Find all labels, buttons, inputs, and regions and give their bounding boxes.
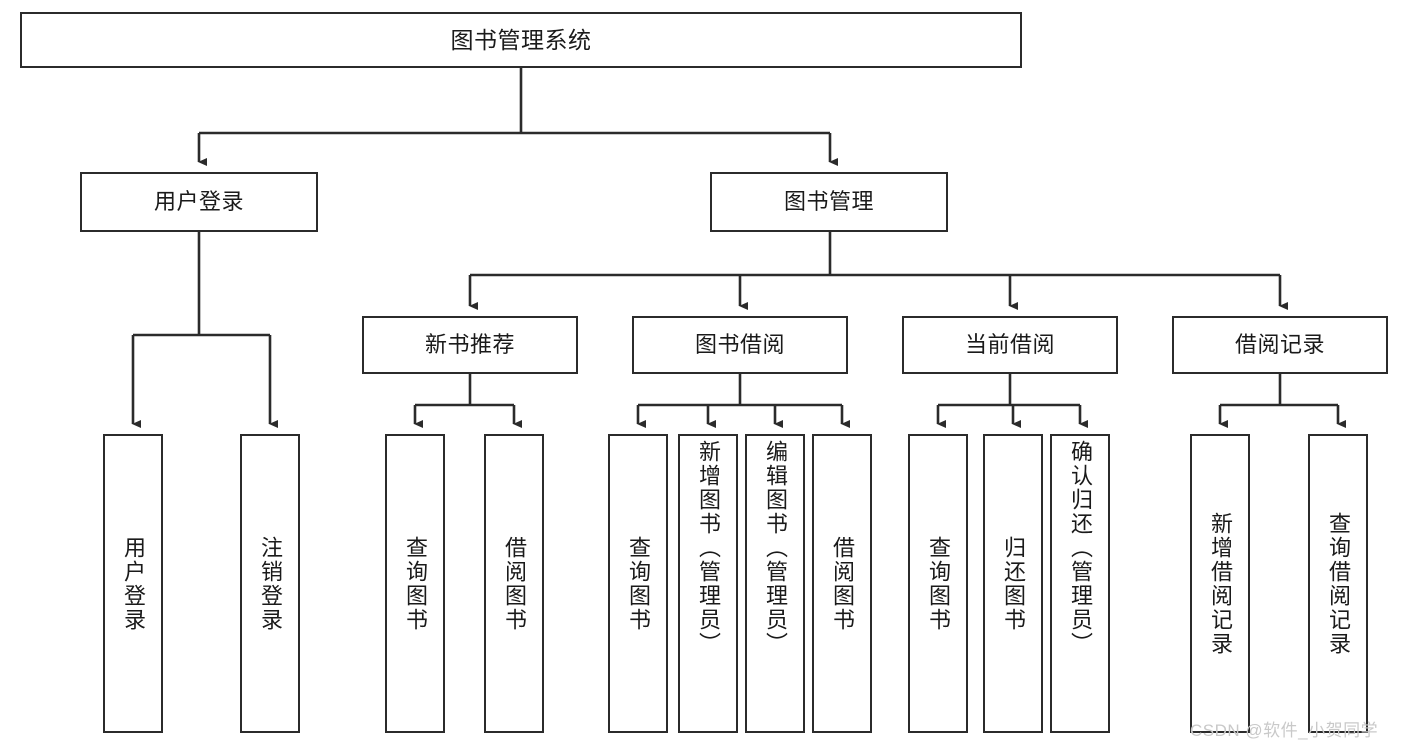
node-root[interactable]: 图书管理系统 <box>20 12 1022 68</box>
leaf-borrow-book-bb[interactable]: 借阅图书 <box>812 434 872 733</box>
leaf-user-login[interactable]: 用户登录 <box>103 434 163 733</box>
leaf-user-login-label: 用户登录 <box>121 535 146 632</box>
node-new-book-recommend[interactable]: 新书推荐 <box>362 316 578 374</box>
leaf-logout-label: 注销登录 <box>258 535 283 632</box>
node-current-borrow-label: 当前借阅 <box>964 332 1055 358</box>
leaf-add-book-admin[interactable]: 新增图书（管理员） <box>678 434 738 733</box>
node-user-login[interactable]: 用户登录 <box>80 172 318 232</box>
leaf-query-book-nbr[interactable]: 查询图书 <box>385 434 445 733</box>
leaf-borrow-book-nbr[interactable]: 借阅图书 <box>484 434 544 733</box>
node-root-label: 图书管理系统 <box>450 26 592 53</box>
leaf-edit-book-admin[interactable]: 编辑图书（管理员） <box>745 434 805 733</box>
node-borrow-record-label: 借阅记录 <box>1234 332 1325 358</box>
node-book-management[interactable]: 图书管理 <box>710 172 948 232</box>
node-user-login-label: 用户登录 <box>153 189 244 215</box>
node-book-borrow-label: 图书借阅 <box>694 332 785 358</box>
leaf-query-borrow-record[interactable]: 查询借阅记录 <box>1308 434 1368 733</box>
leaf-query-book-bb-label: 查询图书 <box>626 535 651 632</box>
leaf-add-book-admin-label: 新增图书（管理员） <box>696 440 721 656</box>
leaf-borrow-book-nbr-label: 借阅图书 <box>502 535 527 632</box>
leaf-query-book-nbr-label: 查询图书 <box>403 535 428 632</box>
leaf-return-book[interactable]: 归还图书 <box>983 434 1043 733</box>
leaf-logout[interactable]: 注销登录 <box>240 434 300 733</box>
leaf-confirm-return-admin[interactable]: 确认归还（管理员） <box>1050 434 1110 733</box>
leaf-return-book-label: 归还图书 <box>1001 535 1026 632</box>
leaf-edit-book-admin-label: 编辑图书（管理员） <box>763 440 788 656</box>
leaf-add-borrow-record[interactable]: 新增借阅记录 <box>1190 434 1250 733</box>
leaf-query-book-bb[interactable]: 查询图书 <box>608 434 668 733</box>
node-current-borrow[interactable]: 当前借阅 <box>902 316 1118 374</box>
csdn-watermark: CSDN @软件_小贺同学 <box>1190 721 1379 740</box>
node-book-borrow[interactable]: 图书借阅 <box>632 316 848 374</box>
leaf-query-borrow-record-label: 查询借阅记录 <box>1326 511 1351 656</box>
leaf-borrow-book-bb-label: 借阅图书 <box>830 535 855 632</box>
node-book-management-label: 图书管理 <box>783 189 874 215</box>
node-new-book-recommend-label: 新书推荐 <box>424 332 515 358</box>
leaf-add-borrow-record-label: 新增借阅记录 <box>1208 511 1233 656</box>
leaf-confirm-return-admin-label: 确认归还（管理员） <box>1068 440 1093 656</box>
leaf-query-book-cb[interactable]: 查询图书 <box>908 434 968 733</box>
node-borrow-record[interactable]: 借阅记录 <box>1172 316 1388 374</box>
leaf-query-book-cb-label: 查询图书 <box>926 535 951 632</box>
